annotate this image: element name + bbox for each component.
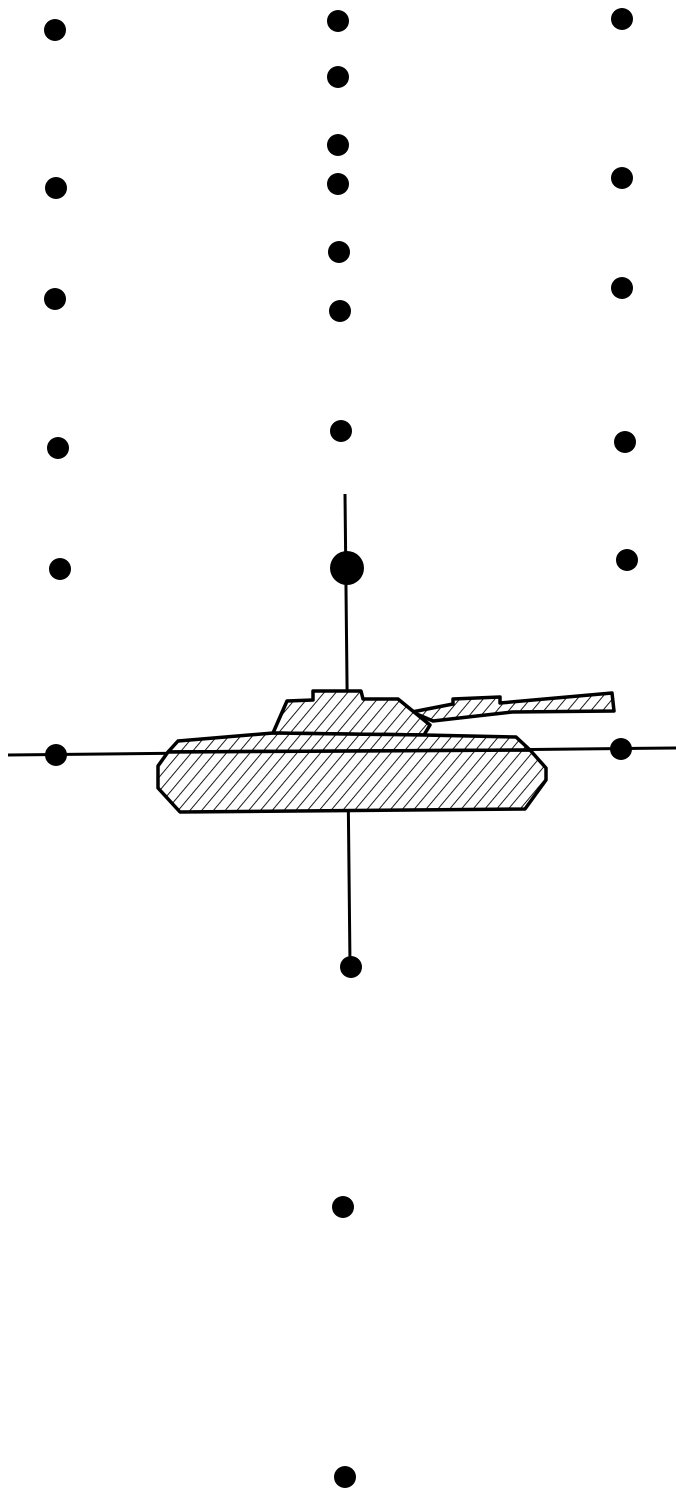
marker-dot <box>611 167 633 189</box>
marker-dot <box>45 177 67 199</box>
left-column-markers <box>44 19 71 766</box>
marker-dot <box>327 134 349 156</box>
marker-dot <box>334 1466 356 1488</box>
tank-gun-barrel <box>412 693 614 721</box>
marker-dot <box>327 173 349 195</box>
marker-dot <box>329 300 351 322</box>
tank-turret <box>273 691 430 735</box>
marker-dot <box>327 66 349 88</box>
marker-dot <box>49 558 71 580</box>
marker-dot <box>328 241 350 263</box>
right-column-markers <box>610 8 638 760</box>
marker-dot <box>616 549 638 571</box>
marker-dot <box>47 437 69 459</box>
marker-dot <box>44 19 66 41</box>
marker-dot <box>611 8 633 30</box>
marker-dot <box>340 956 362 978</box>
marker-dot <box>332 1196 354 1218</box>
marker-dot <box>610 738 632 760</box>
tank-silhouette-icon <box>158 691 614 812</box>
tank-lower-hull <box>158 750 546 812</box>
marker-dot <box>327 10 349 32</box>
marker-dot <box>611 277 633 299</box>
marker-dot <box>44 288 66 310</box>
marker-dot-large <box>330 551 364 585</box>
marker-dot <box>45 744 67 766</box>
marker-dot <box>614 431 636 453</box>
marker-dot <box>330 420 352 442</box>
